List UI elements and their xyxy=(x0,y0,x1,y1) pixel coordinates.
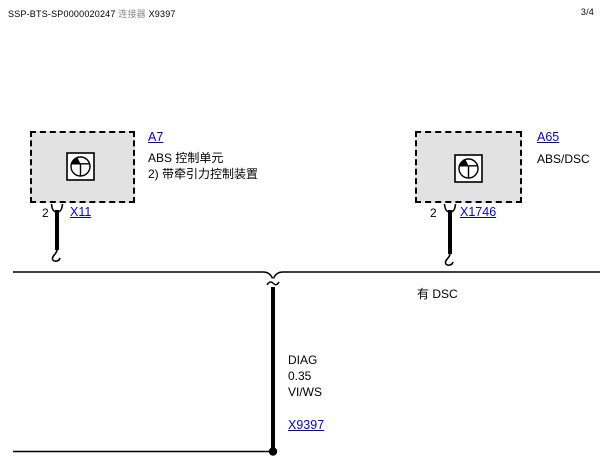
wire-signal-label: DIAG xyxy=(288,353,318,367)
component-a7-note: 2) 带牵引力控制装置 xyxy=(148,167,259,181)
page-number: 3/4 xyxy=(580,7,594,17)
page-header: SSP-BTS-SP0000020247 连接器 X9397 xyxy=(8,7,176,20)
component-a65-name: ABS/DSC xyxy=(537,152,590,166)
junction-squiggle xyxy=(266,281,280,286)
component-a7-name: ABS 控制单元 xyxy=(148,151,224,165)
component-link-a7[interactable]: A7 xyxy=(148,130,164,144)
bus-line xyxy=(13,271,600,286)
connector-link-x11[interactable]: X11 xyxy=(70,205,92,219)
abs-dsc-hydraulic-unit-icon xyxy=(454,154,483,183)
document-type-label: 连接器 xyxy=(118,9,146,19)
connector-link-x1746[interactable]: X1746 xyxy=(460,205,497,219)
pin-number-a65: 2 xyxy=(430,206,437,220)
component-link-a65[interactable]: A65 xyxy=(537,130,560,144)
diag-wire xyxy=(268,287,278,456)
document-connector: X9397 xyxy=(148,9,176,19)
connector-link-x9397[interactable]: X9397 xyxy=(288,418,325,432)
abs-hydraulic-unit-icon xyxy=(66,152,95,181)
component-a7-description: ABS 控制单元 2) 带牵引力控制装置 xyxy=(148,150,258,182)
pin-number-a7: 2 xyxy=(42,206,49,220)
wire-a65-x1746 xyxy=(443,203,457,266)
bus-condition-note: 有 DSC xyxy=(417,287,458,301)
wire-cross-section-label: 0.35 xyxy=(288,369,312,383)
wire-a7-x11 xyxy=(50,203,64,262)
wire-label-block: DIAG 0.35 VI/WS xyxy=(288,352,322,400)
wire-color-code-label: VI/WS xyxy=(288,385,323,399)
document-id: SSP-BTS-SP0000020247 xyxy=(8,9,116,19)
